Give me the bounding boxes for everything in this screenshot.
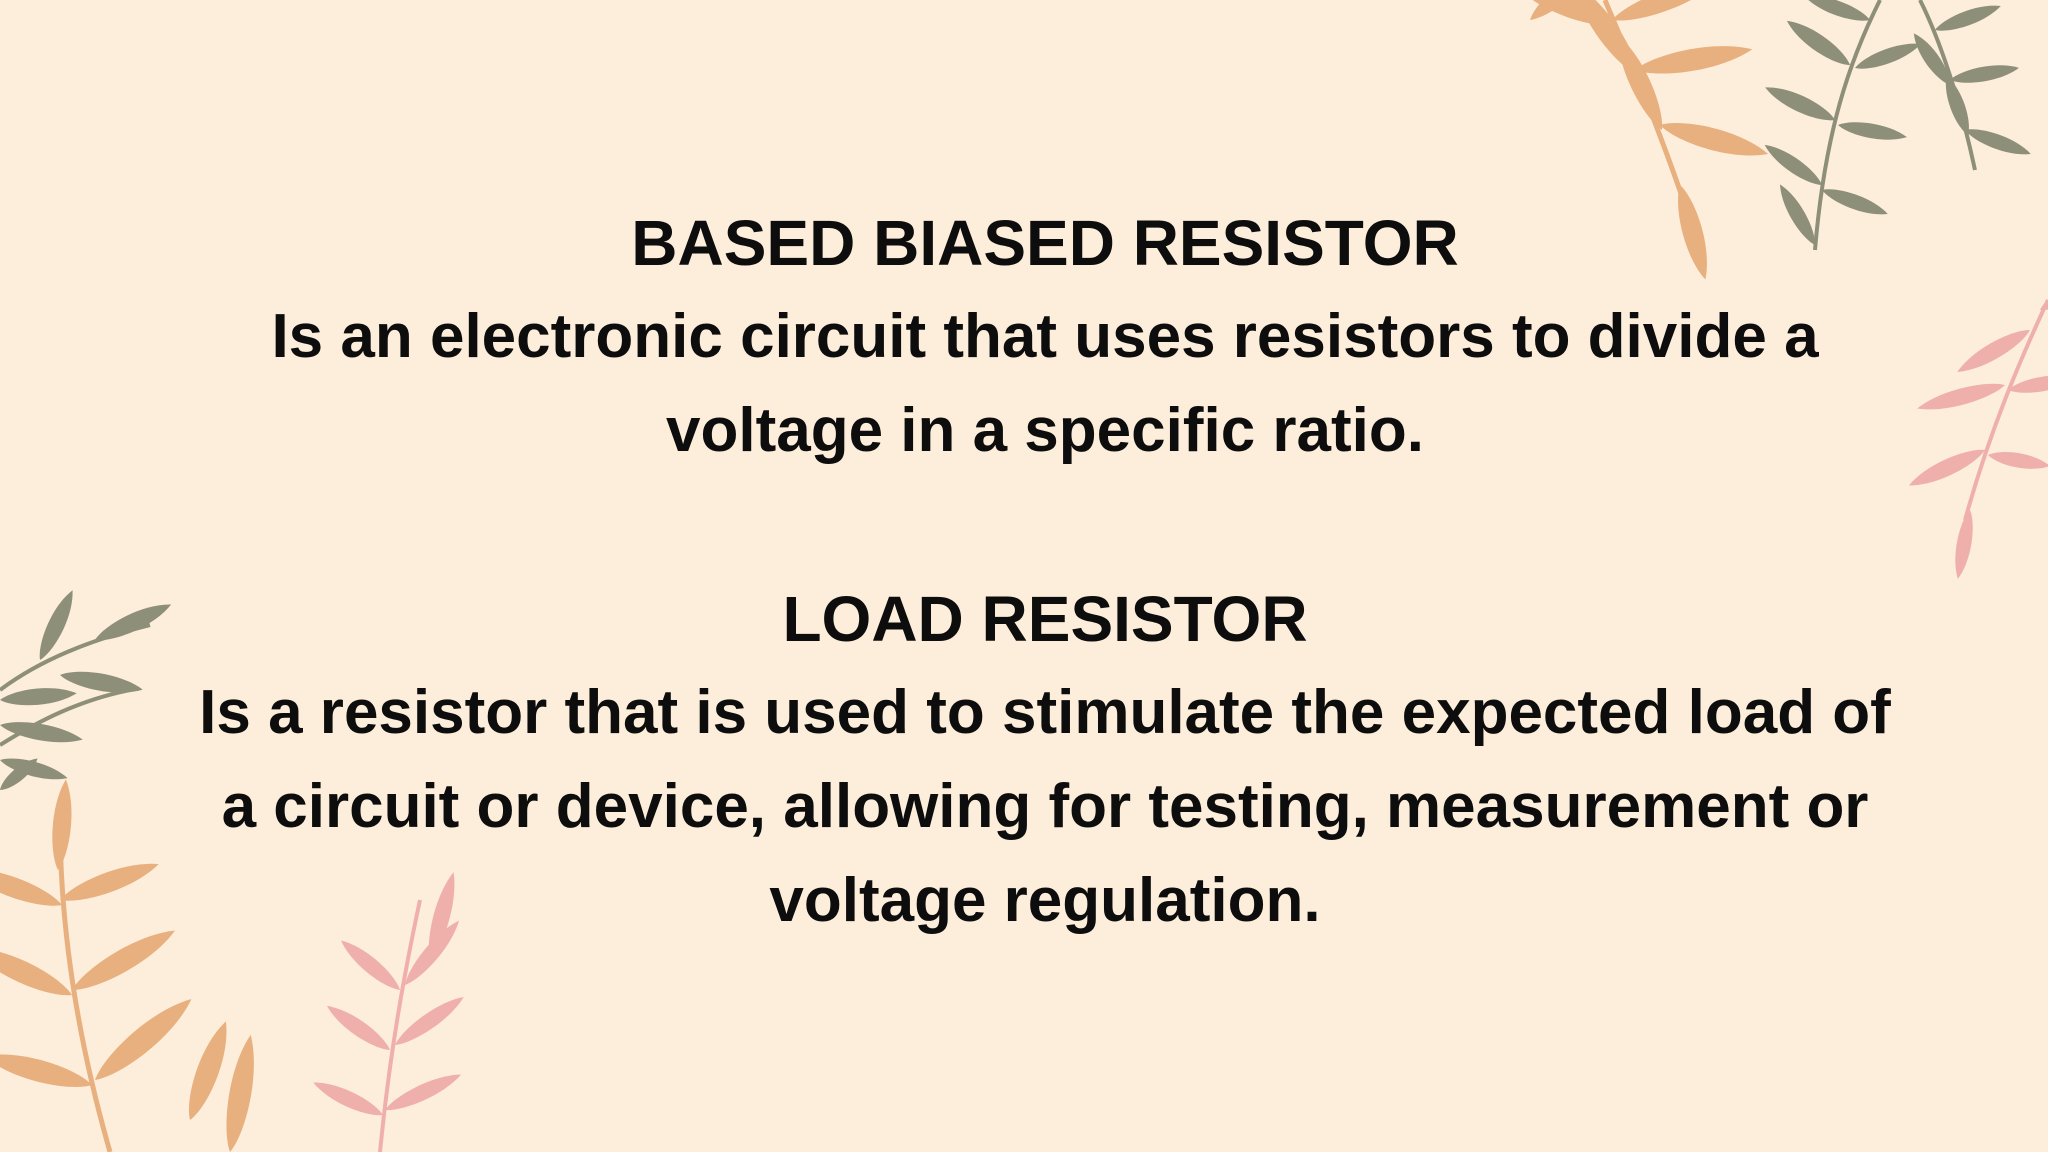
section-text-line: voltage regulation. (769, 866, 1321, 935)
section-text-line: a circuit or device, allowing for testin… (221, 772, 1869, 841)
section-text-line: voltage in a specific ratio. (665, 396, 1425, 465)
section-text-line: Is an electronic circuit that uses resis… (271, 302, 1819, 371)
section-load-resistor: LOAD RESISTOR Is a resistor that is used… (100, 572, 1990, 948)
section-title: BASED BIASED RESISTOR (631, 207, 1459, 279)
section-based-biased-resistor: BASED BIASED RESISTOR Is an electronic c… (100, 196, 1990, 478)
section-text-line: Is a resistor that is used to stimulate … (199, 678, 1891, 747)
slide-content: BASED BIASED RESISTOR Is an electronic c… (100, 196, 1990, 948)
section-title: LOAD RESISTOR (782, 583, 1308, 655)
